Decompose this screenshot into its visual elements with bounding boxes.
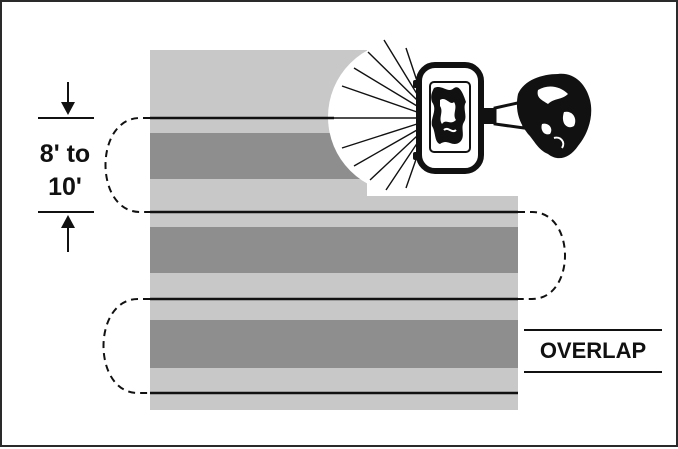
spacing-label-line1: 8' to <box>39 140 91 168</box>
spacing-label-line2: 10' <box>48 173 82 201</box>
arrow-down-icon <box>61 102 75 115</box>
operator-hand-icon <box>516 73 592 159</box>
turnaround-paths <box>102 117 566 394</box>
dark-band-2 <box>150 227 518 273</box>
floor-machine-icon <box>413 62 526 174</box>
arrow-up-icon <box>61 215 75 228</box>
dimension-marker <box>38 82 94 252</box>
dark-band-1 <box>150 133 367 179</box>
pass-lines <box>150 116 518 395</box>
dark-band-3 <box>150 320 518 368</box>
spacing-dimension-label: 8' to 10' <box>26 138 104 204</box>
overlap-label: OVERLAP <box>524 329 662 373</box>
